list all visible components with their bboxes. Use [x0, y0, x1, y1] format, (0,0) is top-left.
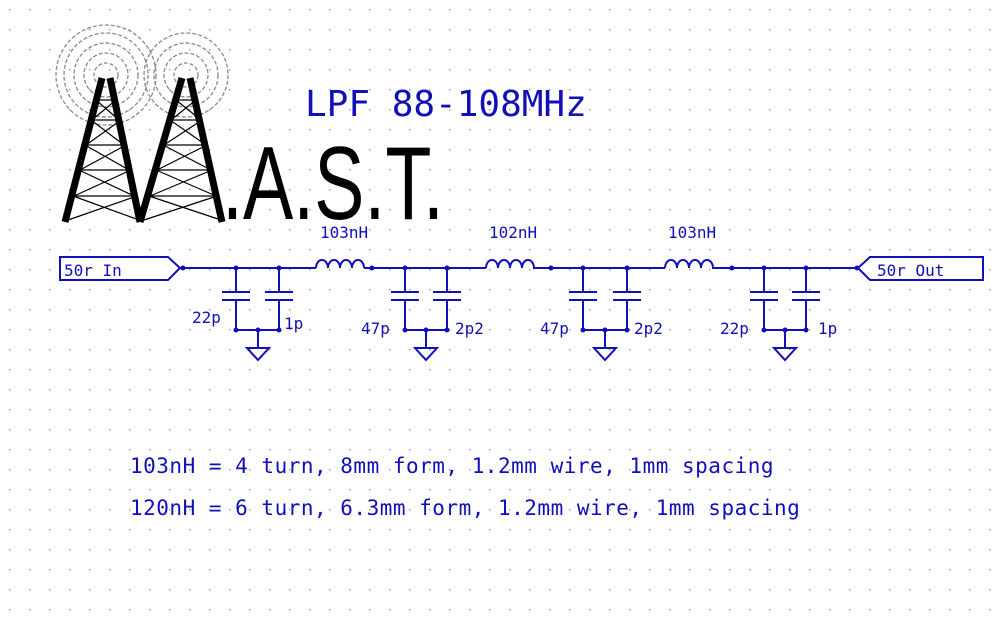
inductor-1: 103nH — [315, 223, 368, 269]
note-line-1: 103nH = 4 turn, 8mm form, 1.2mm wire, 1m… — [130, 454, 774, 478]
inductor-3-label: 103nH — [668, 223, 716, 242]
input-port: 50r In — [59, 256, 182, 281]
output-port-label: 50r Out — [877, 261, 944, 280]
cap-pair-3: 47p 2p2 — [540, 268, 663, 362]
inductor-2: 102nH — [485, 223, 540, 269]
cap-pair-4: 22p 1p — [720, 268, 837, 362]
cap-pair-4-left-label: 22p — [720, 319, 749, 338]
inductor-3: 103nH — [664, 223, 720, 269]
logo-text: .A.S.T. — [222, 126, 444, 242]
output-port: 50r Out — [856, 256, 984, 281]
cap-pair-3-left-label: 47p — [540, 319, 569, 338]
cap-pair-1: 22p 1p — [192, 268, 303, 362]
cap-pair-1-left-label: 22p — [192, 308, 221, 327]
cap-pair-2-left-label: 47p — [361, 319, 390, 338]
cap-pair-4-right-label: 1p — [818, 319, 837, 338]
cap-pair-1-right-label: 1p — [284, 314, 303, 333]
inductor-1-label: 103nH — [320, 223, 368, 242]
cap-pair-3-right-label: 2p2 — [634, 319, 663, 338]
inductor-2-label: 102nH — [489, 223, 537, 242]
cap-pair-2-right-label: 2p2 — [455, 319, 484, 338]
radio-mast-icon — [55, 24, 229, 223]
cap-pair-2: 47p 2p2 — [361, 268, 484, 362]
note-line-2: 120nH = 6 turn, 6.3mm form, 1.2mm wire, … — [130, 496, 800, 520]
input-port-label: 50r In — [64, 261, 122, 280]
page-title: LPF 88-108MHz — [305, 84, 587, 125]
